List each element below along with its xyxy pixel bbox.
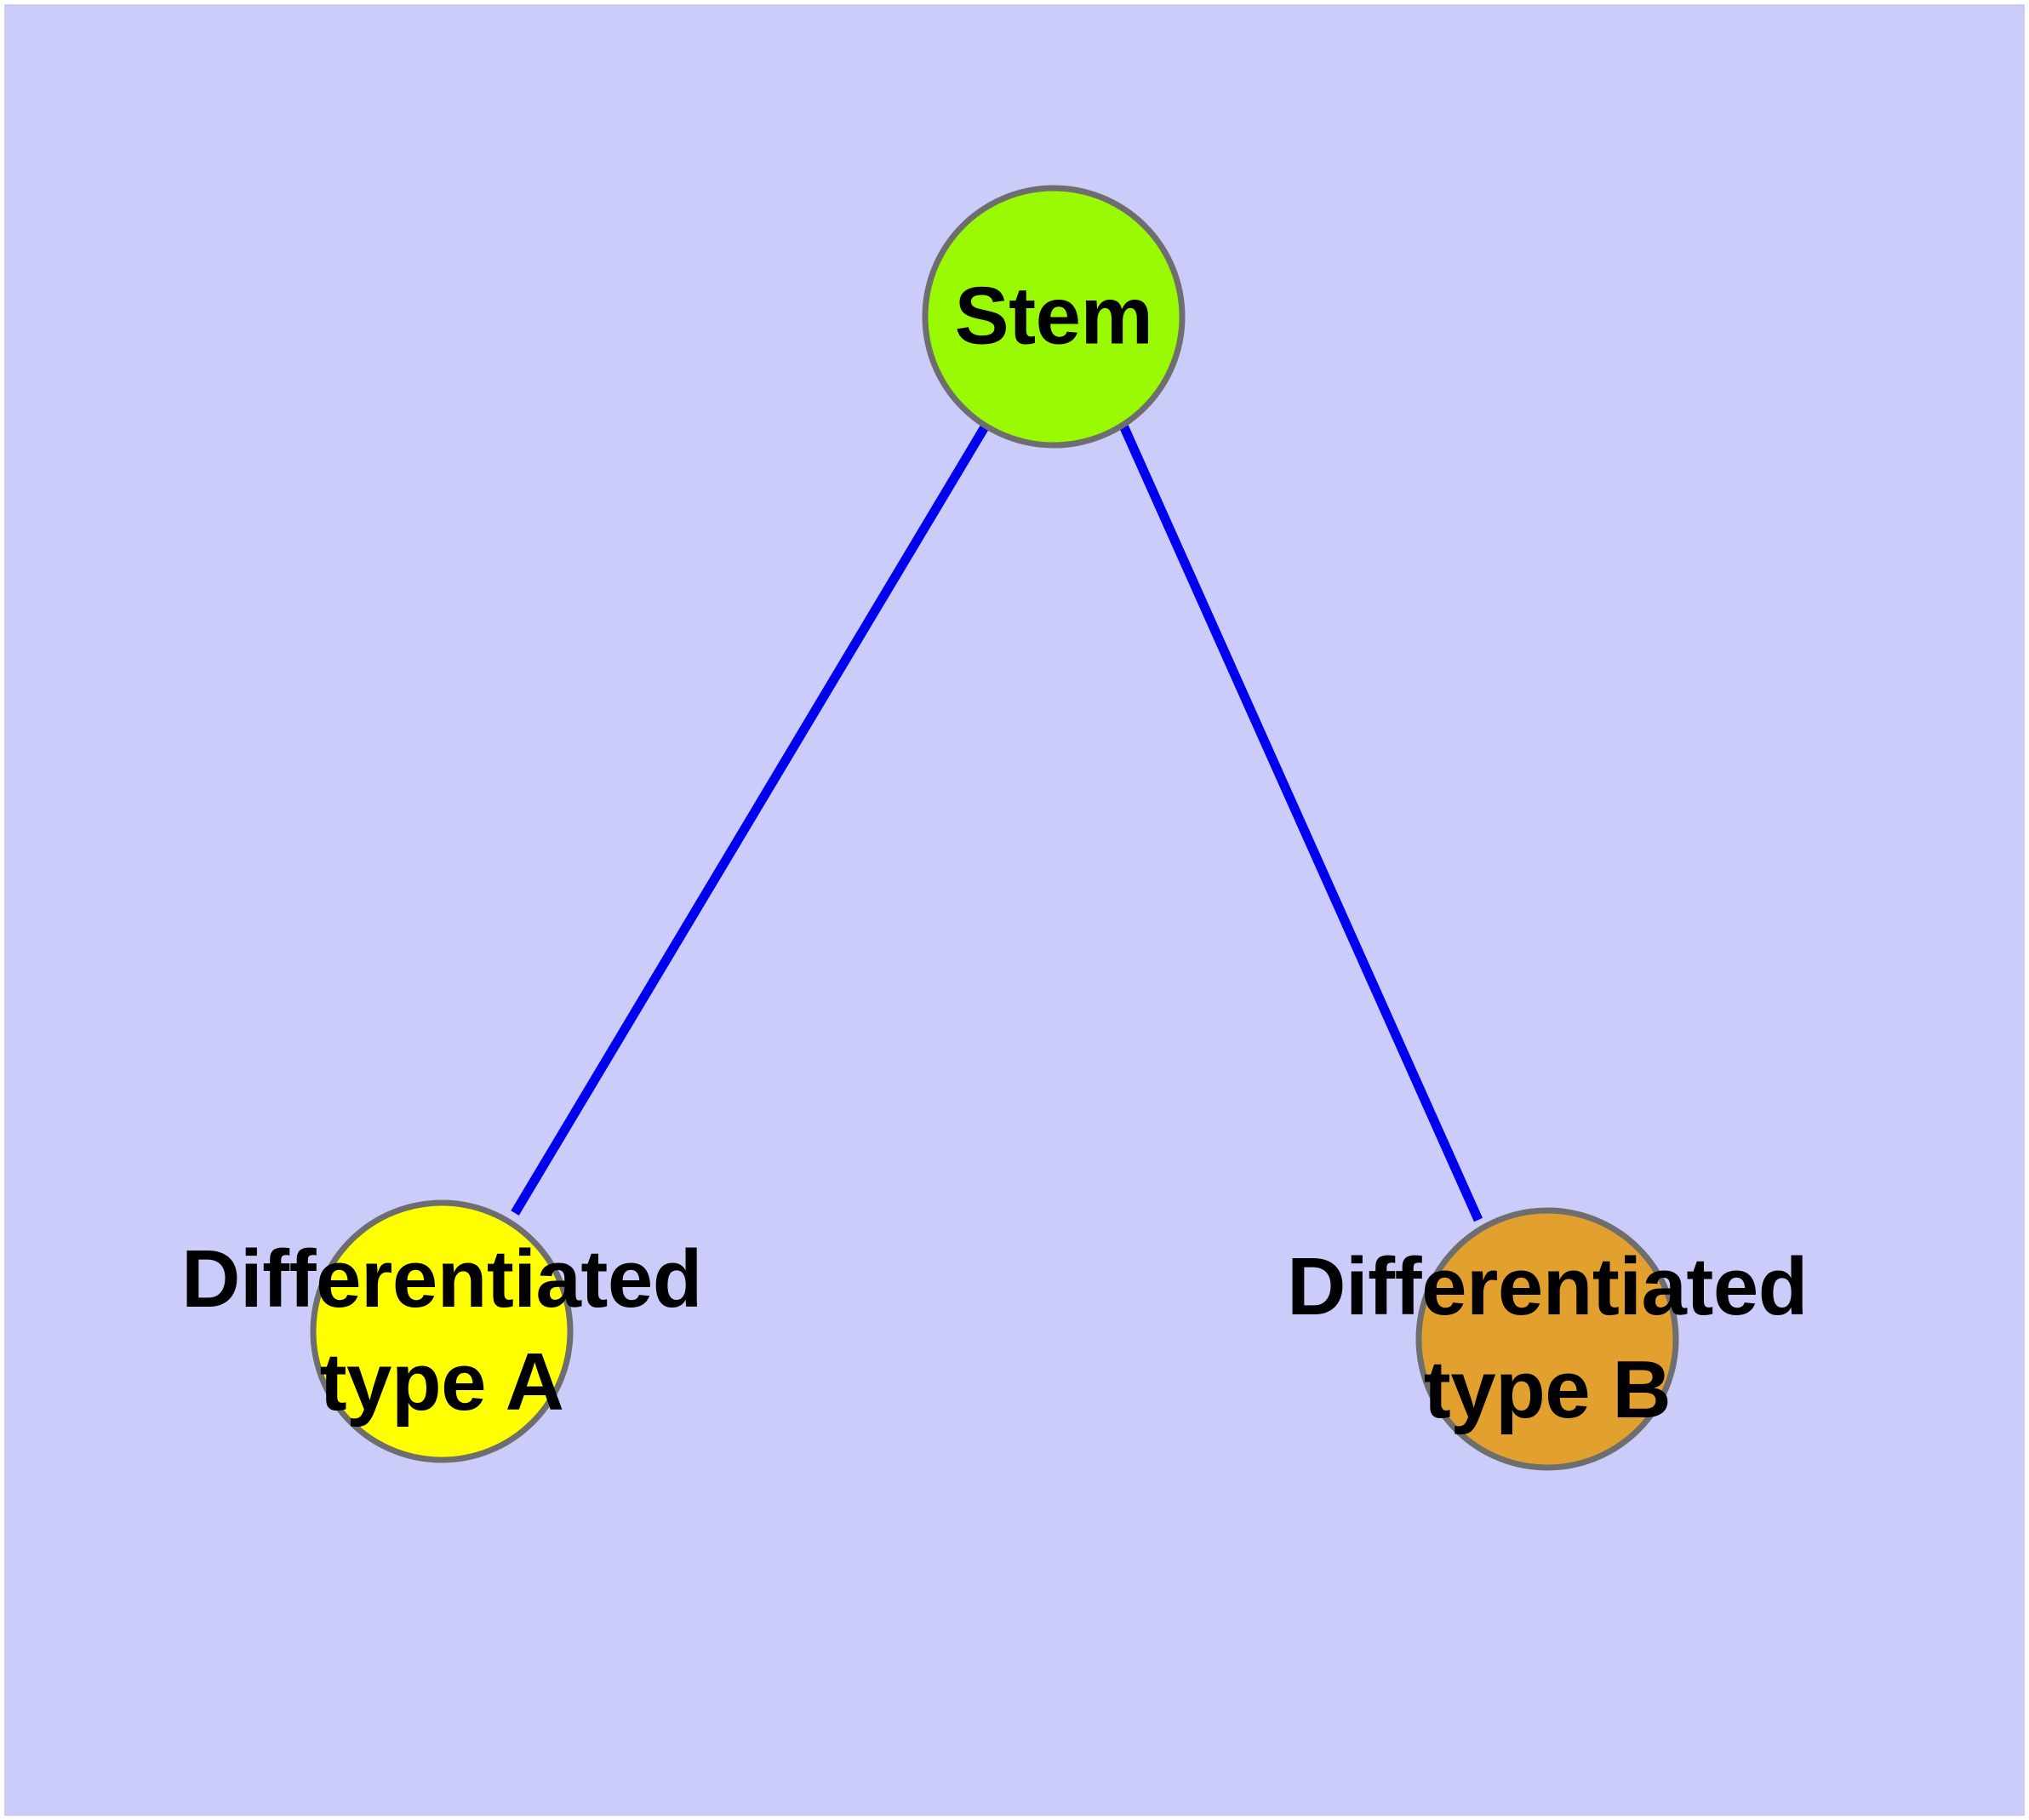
nodes-layer — [310, 185, 1679, 1471]
graph-node-diff_b[interactable] — [1415, 1207, 1679, 1471]
graph-node-stem[interactable] — [922, 185, 1186, 449]
graph-node-diff_a[interactable] — [310, 1199, 574, 1463]
graph-edge-stem-to-b[interactable] — [1118, 423, 1483, 1222]
graph-edge-stem-to-a[interactable] — [511, 423, 990, 1216]
edges-layer — [511, 423, 1483, 1222]
